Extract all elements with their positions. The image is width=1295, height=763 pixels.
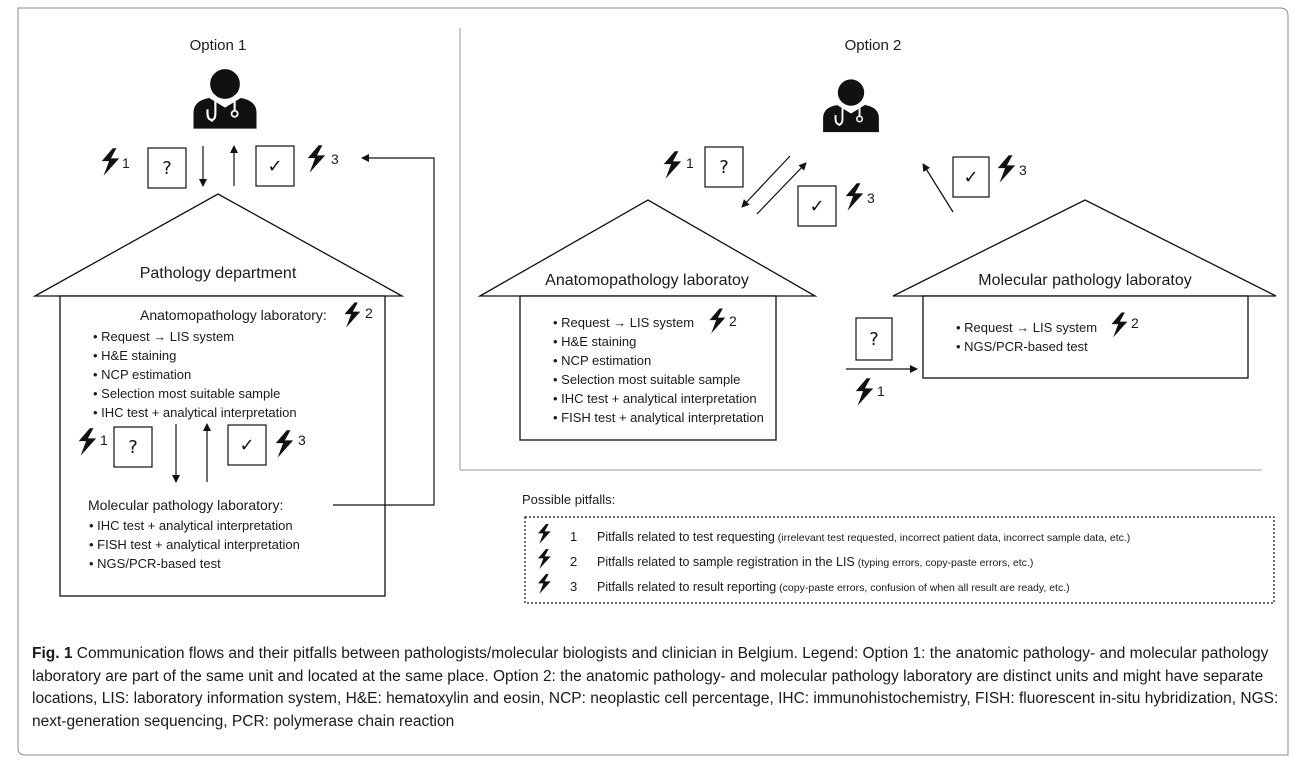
- question-box: [855, 317, 893, 361]
- option1-title: Option 1: [190, 37, 247, 54]
- anat-item: • H&E staining: [93, 348, 176, 363]
- anat-item: • Request → LIS system: [553, 315, 694, 330]
- question-mark: ?: [719, 157, 729, 178]
- anat-item: • IHC test + analytical interpretation: [553, 391, 757, 406]
- pitfall-number-1: 1: [686, 155, 694, 171]
- anat-item: • H&E staining: [553, 334, 636, 349]
- anat-item: • Selection most suitable sample: [93, 386, 280, 401]
- check-box: [797, 185, 837, 227]
- question-box: [704, 146, 744, 188]
- check-mark: ✓: [239, 435, 254, 456]
- figure-frame: [17, 7, 1289, 756]
- lightning-icon: [538, 574, 551, 594]
- pitfall-number-1: 1: [100, 432, 108, 448]
- pitfall-number-2: 2: [729, 313, 737, 329]
- legend-item-2: Pitfalls related to sample registration …: [597, 555, 1033, 569]
- pitfall-number-1: 1: [877, 383, 885, 399]
- question-box: [147, 147, 187, 189]
- lightning-icon: [663, 151, 682, 179]
- result-arrow: [756, 162, 807, 215]
- check-box: [255, 145, 295, 187]
- anatomopathology-title: Anatomopathology laboratory:: [140, 307, 327, 323]
- doctor-icon: [822, 78, 880, 134]
- anatomopathology-lab-label: Anatomopathology laboratoy: [545, 272, 749, 289]
- lightning-icon: [307, 145, 326, 173]
- legend-box: [524, 516, 1275, 604]
- figure-caption: Fig. 1 Communication flows and their pit…: [32, 643, 1280, 733]
- mol-item: • NGS/PCR-based test: [956, 339, 1088, 354]
- check-mark: ✓: [963, 167, 978, 188]
- anat-item: • Request → LIS system: [93, 329, 234, 344]
- lightning-icon: [538, 549, 551, 569]
- mol-item: • IHC test + analytical interpretation: [89, 518, 293, 533]
- molecular-result-arrow: [922, 163, 954, 213]
- legend-number: 3: [570, 579, 577, 594]
- anat-item: • FISH test + analytical interpretation: [553, 410, 764, 425]
- anatomopathology-body: [519, 295, 777, 441]
- pitfall-number-1: 1: [122, 155, 130, 171]
- pitfall-number-2: 2: [1131, 315, 1139, 331]
- caption-text: Communication flows and their pitfalls b…: [32, 645, 1279, 730]
- report-arrow-to-clinician: [333, 154, 435, 506]
- legend-number: 2: [570, 554, 577, 569]
- anat-item: • Selection most suitable sample: [553, 372, 740, 387]
- lightning-icon: [538, 524, 551, 544]
- molecular-lab-label: Molecular pathology laboratoy: [978, 272, 1191, 289]
- pitfall-number-3: 3: [298, 432, 306, 448]
- anat-item: • IHC test + analytical interpretation: [93, 405, 297, 420]
- pitfall-number-2: 2: [365, 305, 373, 321]
- lightning-icon: [855, 378, 874, 406]
- molecular-title: Molecular pathology laboratory:: [88, 497, 283, 513]
- request-arrow: [741, 155, 791, 208]
- anat-item: • NCP estimation: [553, 353, 651, 368]
- mol-item: • FISH test + analytical interpretation: [89, 537, 300, 552]
- legend-item-3: Pitfalls related to result reporting (co…: [597, 580, 1070, 594]
- legend-number: 1: [570, 529, 577, 544]
- option2-title: Option 2: [845, 37, 902, 54]
- lightning-icon: [101, 148, 120, 176]
- doctor-icon: [192, 67, 258, 130]
- pathology-department-label: Pathology department: [140, 265, 297, 282]
- mol-item: • NGS/PCR-based test: [89, 556, 221, 571]
- check-mark: ✓: [267, 156, 282, 177]
- pitfall-number-3: 3: [867, 190, 875, 206]
- check-mark: ✓: [809, 196, 824, 217]
- caption-label: Fig. 1: [32, 645, 73, 662]
- pitfall-number-3: 3: [1019, 162, 1027, 178]
- molecular-body: [922, 295, 1249, 379]
- lightning-icon: [845, 183, 864, 211]
- anat-item: • NCP estimation: [93, 367, 191, 382]
- check-box: [227, 424, 267, 466]
- mol-item: • Request → LIS system: [956, 320, 1097, 335]
- pitfall-number-3: 3: [331, 151, 339, 167]
- question-mark: ?: [128, 437, 138, 458]
- legend-item-1: Pitfalls related to test requesting (irr…: [597, 530, 1130, 544]
- legend-title: Possible pitfalls:: [522, 492, 615, 507]
- check-box: [952, 156, 990, 198]
- question-mark: ?: [162, 158, 172, 179]
- question-box: [113, 426, 153, 468]
- question-mark: ?: [869, 329, 879, 350]
- lightning-icon: [997, 155, 1016, 183]
